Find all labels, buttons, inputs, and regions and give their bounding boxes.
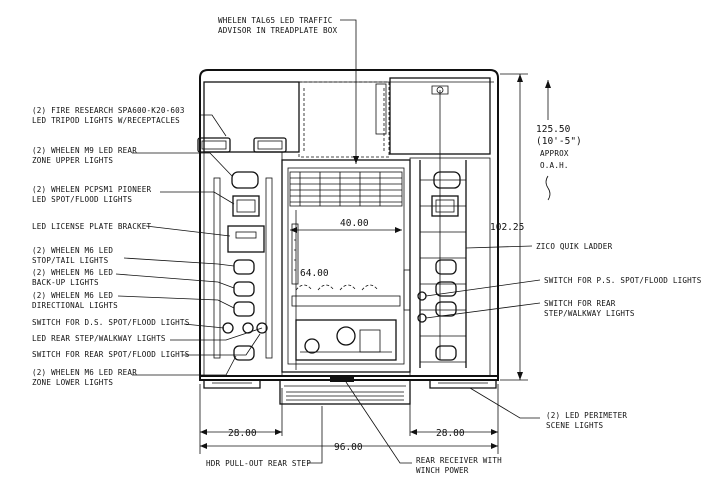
- switch-rear-step-label-1: SWITCH FOR REAR: [544, 299, 616, 308]
- rear-zone-lower-label-2: ZONE LOWER LIGHTS: [32, 378, 113, 387]
- pioneer-lights-label-1: (2) WHELEN PCPSM1 PIONEER: [32, 185, 152, 194]
- switch-rear-spot-label: SWITCH FOR REAR SPOT/FLOOD LIGHTS: [32, 350, 190, 359]
- callout-labels: WHELEN TAL65 LED TRAFFIC ADVISOR IN TREA…: [32, 16, 702, 475]
- height-64-dimension: 64.00: [300, 268, 329, 279]
- rear-zone-lower-label-1: (2) WHELEN M6 LED REAR: [32, 368, 137, 377]
- height-oah-text: O.A.H.: [540, 161, 569, 170]
- pullout-rear-step: [279, 376, 411, 405]
- license-bracket-label: LED LICENSE PLATE BRACKET: [32, 222, 152, 231]
- backup-label-1: (2) WHELEN M6 LED: [32, 268, 113, 277]
- zico-ladder-label: ZICO QUIK LADDER: [536, 242, 613, 251]
- stop-tail-label-2: STOP/TAIL LIGHTS: [32, 256, 109, 265]
- tripod-lights-label-2: LED TRIPOD LIGHTS W/RECEPTACLES: [32, 116, 180, 125]
- width-40-dimension: 40.00: [340, 218, 369, 229]
- leader-lines: [115, 19, 541, 464]
- license-plate-bracket: [227, 225, 265, 253]
- pioneer-spot-lights: [232, 195, 459, 217]
- rear-receiver-label-2: WINCH POWER: [416, 466, 469, 475]
- directional-label-1: (2) WHELEN M6 LED: [32, 291, 113, 300]
- switch-ps-label: SWITCH FOR P.S. SPOT/FLOOD LIGHTS: [544, 276, 702, 285]
- tripod-lights-label-1: (2) FIRE RESEARCH SPA600-K20-603: [32, 106, 185, 115]
- switch-ds-label: SWITCH FOR D.S. SPOT/FLOOD LIGHTS: [32, 318, 190, 327]
- rear-zone-upper-label-2: ZONE UPPER LIGHTS: [32, 156, 113, 165]
- perimeter-lights-label-1: (2) LED PERIMETER: [546, 411, 627, 420]
- height-approx-text: APPROX: [540, 149, 569, 158]
- rear-zone-upper-lights: [231, 171, 461, 189]
- rear-zone-upper-label-1: (2) WHELEN M9 LED REAR: [32, 146, 137, 155]
- pullout-step-label: HDR PULL-OUT REAR STEP: [206, 459, 311, 468]
- height-dimension-text: 125.50: [536, 124, 571, 135]
- right-28-dimension: 28.00: [436, 428, 465, 439]
- pioneer-lights-label-2: LED SPOT/FLOOD LIGHTS: [32, 195, 132, 204]
- rear-receiver-label-1: REAR RECEIVER WITH: [416, 456, 502, 465]
- traffic-advisor-label-1: WHELEN TAL65 LED TRAFFIC: [218, 16, 333, 25]
- rear-step-walkway-label: LED REAR STEP/WALKWAY LIGHTS: [32, 334, 166, 343]
- perimeter-lights-label-2: SCENE LIGHTS: [546, 421, 603, 430]
- switch-rear-step-label-2: STEP/WALKWAY LIGHTS: [544, 309, 635, 318]
- body-height-dimension: 102.25: [490, 222, 524, 233]
- left-28-dimension: 28.00: [228, 428, 257, 439]
- truck-body: [199, 69, 499, 389]
- dimension-lines: [199, 73, 551, 454]
- m6-lights: [233, 259, 457, 361]
- directional-label-2: DIRECTIONAL LIGHTS: [32, 301, 118, 310]
- traffic-advisor-label-2: ADVISOR IN TREADPLATE BOX: [218, 26, 338, 35]
- tripod-lights: [197, 137, 287, 153]
- stop-tail-label-1: (2) WHELEN M6 LED: [32, 246, 113, 255]
- overall-96-dimension: 96.00: [334, 442, 363, 453]
- height-feet-text: (10'-5"): [536, 136, 582, 147]
- backup-label-2: BACK-UP LIGHTS: [32, 278, 99, 287]
